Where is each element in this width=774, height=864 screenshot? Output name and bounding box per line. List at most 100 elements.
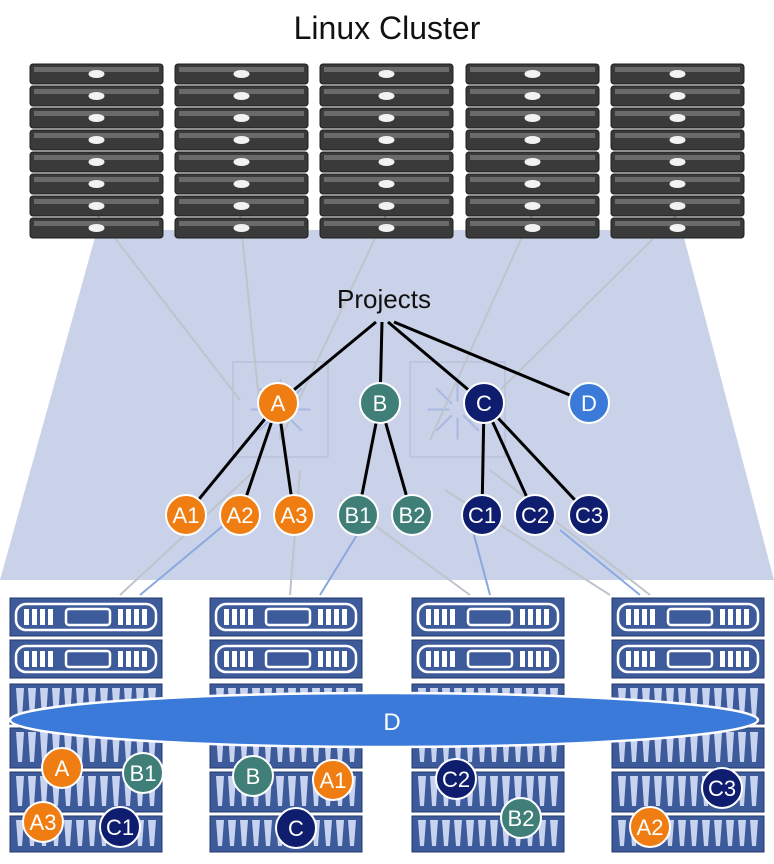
- disk-slot: [478, 776, 486, 806]
- server-led: [378, 92, 395, 100]
- disk-slot: [702, 732, 710, 762]
- server-led: [88, 202, 105, 210]
- controller-bezel: [416, 644, 560, 674]
- network-link: [96, 214, 241, 401]
- disk-slot: [442, 820, 450, 846]
- controller-vent: [334, 609, 339, 625]
- disk-slot: [300, 776, 308, 806]
- node-circle: [568, 494, 610, 536]
- disk-slot: [630, 776, 638, 806]
- server-led: [233, 202, 250, 210]
- volume-node: B1: [122, 752, 164, 794]
- network-link: [559, 529, 641, 596]
- server-rack: [174, 63, 309, 239]
- controller-vent: [642, 609, 647, 625]
- disk-slot: [726, 732, 734, 762]
- disk-slot: [690, 732, 698, 762]
- controller-vent: [118, 609, 123, 625]
- node-label: A3: [30, 810, 57, 835]
- disk-slot: [418, 820, 426, 846]
- server-bezel: [470, 67, 595, 72]
- controller-vent: [634, 651, 639, 667]
- volume-node: A1: [312, 759, 354, 801]
- server-rack: [319, 63, 454, 239]
- controller-vent: [32, 651, 37, 667]
- node-label: B1: [345, 503, 372, 528]
- tree-edge: [393, 320, 590, 405]
- node-circle: [514, 494, 556, 536]
- disk-slot: [16, 776, 24, 806]
- disk-slot: [678, 820, 686, 846]
- controller-vent: [650, 651, 655, 667]
- controller-panel: [264, 649, 312, 669]
- disk-slot: [348, 820, 356, 846]
- node-circle: [701, 767, 743, 809]
- controller-vent: [434, 651, 439, 667]
- server-led: [669, 114, 686, 122]
- server-bezel: [470, 155, 595, 160]
- server-led: [524, 114, 541, 122]
- network-link: [139, 519, 231, 596]
- node-label: D: [581, 391, 597, 416]
- controller-panel: [64, 649, 112, 669]
- server-bezel: [34, 155, 159, 160]
- controller-vent: [536, 651, 541, 667]
- disk-slot: [112, 776, 120, 806]
- controller-vent: [426, 609, 431, 625]
- subproject-node: C3: [568, 494, 610, 536]
- controller-vent: [248, 609, 253, 625]
- controller-vent: [450, 609, 455, 625]
- controller-panel: [466, 607, 514, 627]
- controller-vent: [240, 651, 245, 667]
- disk-slot: [666, 776, 674, 806]
- controller-panel: [666, 607, 714, 627]
- server-bezel: [324, 133, 449, 138]
- node-circle: [463, 382, 505, 424]
- volume-node: C2: [435, 758, 477, 800]
- subproject-node: A1: [165, 494, 207, 536]
- disk-slot: [678, 776, 686, 806]
- disk-slot: [550, 820, 558, 846]
- controller-vent: [24, 651, 29, 667]
- server-bezel: [34, 67, 159, 72]
- controller-vent: [744, 609, 749, 625]
- server-bezel: [615, 177, 740, 182]
- controller-vent: [736, 609, 741, 625]
- server-bezel: [470, 111, 595, 116]
- server-led: [669, 92, 686, 100]
- controller-vent: [442, 609, 447, 625]
- controller-vent: [442, 651, 447, 667]
- disk-slot: [88, 732, 96, 762]
- controller-vent: [544, 609, 549, 625]
- disk-slot: [148, 820, 156, 846]
- disk-slot: [690, 776, 698, 806]
- server-bezel: [324, 199, 449, 204]
- tree-edge: [184, 402, 280, 516]
- disk-slot: [324, 820, 332, 846]
- controller-vent: [334, 651, 339, 667]
- node-circle: [232, 755, 274, 797]
- server-led: [378, 70, 395, 78]
- controller-vent: [40, 609, 45, 625]
- node-circle: [99, 806, 141, 848]
- disk-slot: [550, 776, 558, 806]
- node-label: C: [476, 391, 492, 416]
- server-bezel: [324, 221, 449, 226]
- node-label: C: [288, 816, 304, 841]
- volume-node: C1: [99, 806, 141, 848]
- controller-bezel: [616, 644, 760, 674]
- node-label: C3: [708, 776, 736, 801]
- node-label: B: [246, 764, 261, 789]
- node-label: A3: [281, 503, 308, 528]
- controller-bezel: [416, 602, 560, 632]
- disk-slot: [16, 820, 24, 846]
- disk-slot: [726, 820, 734, 846]
- server-bezel: [324, 67, 449, 72]
- server-bezel: [470, 199, 595, 204]
- server-led: [669, 70, 686, 78]
- node-label: A: [55, 756, 70, 781]
- server-led: [233, 158, 250, 166]
- server-led: [524, 70, 541, 78]
- controller-vent: [536, 609, 541, 625]
